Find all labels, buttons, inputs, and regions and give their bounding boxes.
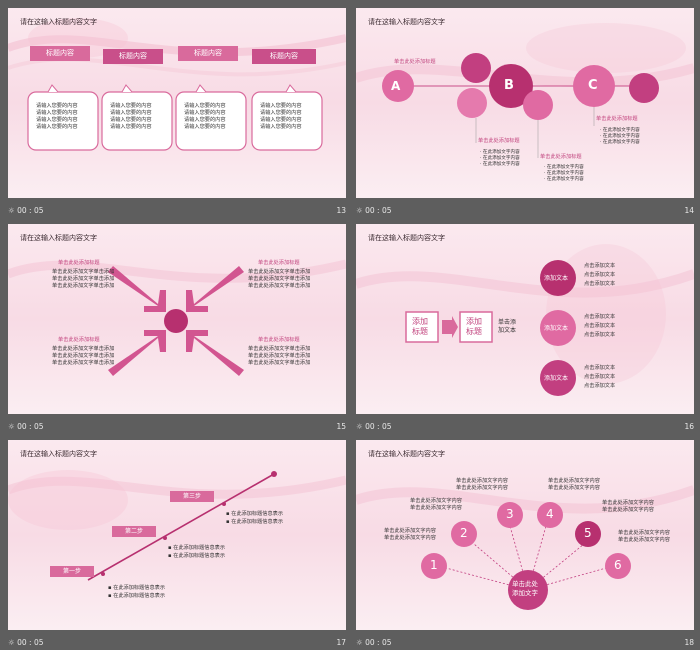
timing-label: ☼ 00 : 05 (356, 422, 392, 431)
heading-b: 单击此处添加标题 (478, 138, 520, 144)
circle-a-label: A (391, 79, 401, 93)
circle-b-label: B (504, 78, 514, 93)
node-5-text: 单击此处添加文字内容单击此处添加文字内容 (602, 500, 654, 513)
slide-footer: ☼ 00 : 05 16 (356, 420, 694, 434)
timing-label: ☼ 00 : 05 (356, 206, 392, 215)
slide-footer: ☼ 00 : 05 17 (8, 636, 346, 650)
step-diagram (8, 470, 346, 581)
slide-number: 18 (684, 638, 694, 647)
slide-canvas: 请在这输入标题内容文字 单击此处添加标题 单击此处添加文字单击添加单击此处添加文… (8, 224, 346, 414)
node-1-text: 单击此处添加文字内容单击此处添加文字内容 (384, 528, 436, 541)
text-bottom-right: 单击此处添加文字单击添加单击此处添加文字单击添加单击此处添加文字单击添加 (248, 346, 311, 366)
heading-bottom-left: 单击此处添加标题 (58, 337, 100, 343)
arrows-converging-diagram (8, 259, 346, 376)
node-4: 4 (546, 507, 554, 521)
slide-title: 请在这输入标题内容文字 (20, 234, 97, 242)
slide-number: 14 (684, 206, 694, 215)
tab-4[interactable]: 标题内容 (252, 49, 316, 64)
heading-bottom-right: 单击此处添加标题 (258, 337, 300, 343)
step-1-bullets: ▪ 在此添加标题信息表示▪ 在此添加标题信息表示 (108, 585, 166, 599)
text-top-right: 单击此处添加文字单击添加单击此处添加文字单击添加单击此处添加文字单击添加 (248, 269, 311, 289)
circle-text-3: 添加文本 (544, 375, 569, 382)
heading-c: 单击此处添加标题 (540, 154, 582, 160)
heading-d: 单击此处添加标题 (596, 116, 638, 122)
add-title-box-2[interactable]: 添加标题 (466, 317, 482, 336)
tab-1[interactable]: 标题内容 (30, 46, 90, 61)
bullets-b: · 在此添加文字内容· 在此添加文字内容· 在此添加文字内容 (480, 150, 520, 167)
slide-footer: ☼ 00 : 05 18 (356, 636, 694, 650)
slide-background-decoration (356, 244, 694, 396)
box-2-text: 请输入您要的内容请输入您要的内容请输入您要的内容请输入您要的内容 (110, 103, 152, 130)
slide-canvas: 请在这输入标题内容文字 添加标题 添加标题 单击添加文本 添加文本 添加文本 添… (356, 224, 694, 414)
heading-top-right: 单击此处添加标题 (258, 260, 300, 266)
circle-text-1: 添加文本 (544, 275, 569, 282)
center-add-text[interactable]: 单击此处添加文字 (512, 580, 538, 597)
step-1-button[interactable]: 第一步 (50, 566, 94, 577)
circle-text-2: 添加文本 (544, 325, 569, 332)
timing-label: ☼ 00 : 05 (8, 206, 44, 215)
heading-top-left: 单击此处添加标题 (58, 260, 100, 266)
step-3-bullets: ▪ 在此添加标题信息表示▪ 在此添加标题信息表示 (226, 511, 284, 525)
slide-title: 请在这输入标题内容文字 (20, 18, 97, 26)
text-top-left: 单击此处添加文字单击添加单击此处添加文字单击添加单击此处添加文字单击添加 (52, 269, 115, 289)
slide-footer: ☼ 00 : 05 13 (8, 204, 346, 218)
text-bottom-left: 单击此处添加文字单击添加单击此处添加文字单击添加单击此处添加文字单击添加 (52, 346, 115, 366)
lines-2: 点击添加文本点击添加文本点击添加文本 (584, 314, 616, 338)
radial-diagram (356, 485, 694, 610)
slide-number: 16 (684, 422, 694, 431)
slide-canvas: 请在这输入标题内容文字 标题内容 标题内容 标题内容 标题内容 请输入您要的内容… (8, 8, 346, 198)
slide-canvas: 请在这输入标题内容文字 第一步 第二步 第三步 ▪ 在此添加标题信息表示▪ 在此… (8, 440, 346, 630)
box-4-text: 请输入您要的内容请输入您要的内容请输入您要的内容请输入您要的内容 (260, 103, 302, 130)
node-5: 5 (584, 526, 592, 540)
slide-title: 请在这输入标题内容文字 (368, 450, 445, 458)
slide-canvas: 请在这输入标题内容文字 A B C 单击此处添加标题 单击此处添加标题 单击此处… (356, 8, 694, 198)
callout-boxes (27, 84, 323, 151)
timing-label: ☼ 00 : 05 (8, 638, 44, 647)
bullets-c: · 在此添加文字内容· 在此添加文字内容· 在此添加文字内容 (544, 165, 584, 182)
tab-3[interactable]: 标题内容 (178, 46, 238, 61)
lines-1: 点击添加文本点击添加文本点击添加文本 (584, 263, 616, 287)
heading-a: 单击此处添加标题 (394, 59, 436, 65)
timing-label: ☼ 00 : 05 (8, 422, 44, 431)
slide-title: 请在这输入标题内容文字 (368, 18, 445, 26)
slide-background-decoration (356, 23, 694, 158)
slide-number: 13 (336, 206, 346, 215)
lines-3: 点击添加文本点击添加文本点击添加文本 (584, 365, 616, 389)
node-6: 6 (614, 558, 622, 572)
slide-title: 请在这输入标题内容文字 (368, 234, 445, 242)
circle-c-label: C (588, 78, 598, 93)
slide-footer: ☼ 00 : 05 14 (356, 204, 694, 218)
step-3-button[interactable]: 第三步 (170, 491, 214, 502)
node-4-text: 单击此处添加文字内容单击此处添加文字内容 (548, 478, 600, 491)
slide-number: 15 (336, 422, 346, 431)
node-2-text: 单击此处添加文字内容单击此处添加文字内容 (410, 498, 462, 511)
slide-title: 请在这输入标题内容文字 (20, 450, 97, 458)
bullets-d: · 在此添加文字内容· 在此添加文字内容· 在此添加文字内容 (600, 128, 640, 145)
slide-number: 17 (336, 638, 346, 647)
node-3-text: 单击此处添加文字内容单击此处添加文字内容 (456, 478, 508, 491)
box-3-text: 请输入您要的内容请输入您要的内容请输入您要的内容请输入您要的内容 (184, 103, 226, 130)
node-2: 2 (460, 526, 468, 540)
node-6-text: 单击此处添加文字内容单击此处添加文字内容 (618, 530, 670, 543)
add-title-box-1[interactable]: 添加标题 (412, 317, 428, 336)
node-1: 1 (430, 558, 438, 572)
slide-canvas: 请在这输入标题内容文字 单击此处添加文字 1 2 3 4 5 6 单击此处添加文… (356, 440, 694, 630)
slide-footer: ☼ 00 : 05 15 (8, 420, 346, 434)
tab-2[interactable]: 标题内容 (103, 49, 163, 64)
step-2-bullets: ▪ 在此添加标题信息表示▪ 在此添加标题信息表示 (168, 545, 226, 559)
node-3: 3 (506, 507, 514, 521)
box-1-text: 请输入您要的内容请输入您要的内容请输入您要的内容请输入您要的内容 (36, 103, 78, 130)
step-2-button[interactable]: 第二步 (112, 526, 156, 537)
timing-label: ☼ 00 : 05 (356, 638, 392, 647)
click-add-text[interactable]: 单击添加文本 (498, 319, 517, 334)
